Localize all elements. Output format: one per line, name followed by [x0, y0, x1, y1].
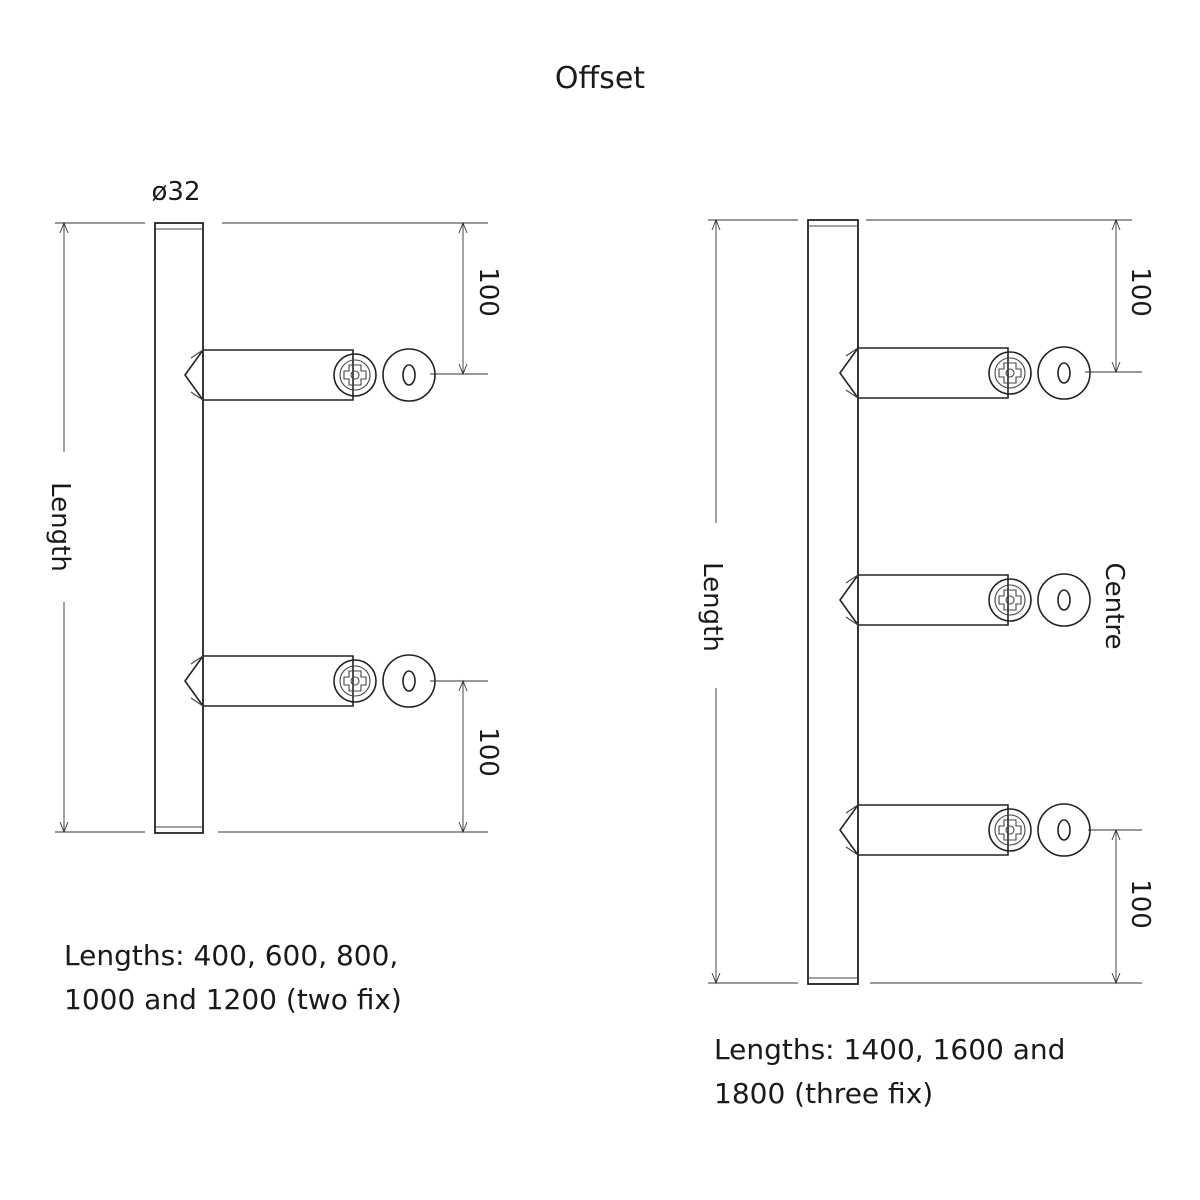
bottom-offset-label-left: 100 [473, 727, 503, 777]
lengths-note-two-fix-line-1: Lengths: 400, 600, 800, [64, 939, 399, 972]
drawing-title: Offset [555, 61, 645, 96]
length-label-right: Length [697, 562, 727, 652]
bottom-offset-label-right: 100 [1125, 879, 1155, 929]
two-fix-handle: ø32 Length 100 100 [45, 177, 503, 834]
lengths-note-three-fix-line-2: 1800 (three fix) [714, 1077, 934, 1110]
diameter-label: ø32 [152, 177, 201, 207]
length-label-left: Length [45, 482, 75, 572]
lengths-note-two-fix-line-2: 1000 and 1200 (two fix) [64, 983, 402, 1016]
top-offset-label-left: 100 [473, 267, 503, 317]
lengths-note-three-fix-line-1: Lengths: 1400, 1600 and [714, 1033, 1066, 1066]
lengths-note-two-fix: Lengths: 400, 600, 800, 1000 and 1200 (t… [64, 934, 402, 1022]
top-offset-label-right: 100 [1125, 267, 1155, 317]
three-fix-handle: Length 100 Centre 100 [697, 218, 1155, 985]
lengths-note-three-fix: Lengths: 1400, 1600 and 1800 (three fix) [714, 1028, 1065, 1116]
centre-label: Centre [1099, 563, 1129, 650]
